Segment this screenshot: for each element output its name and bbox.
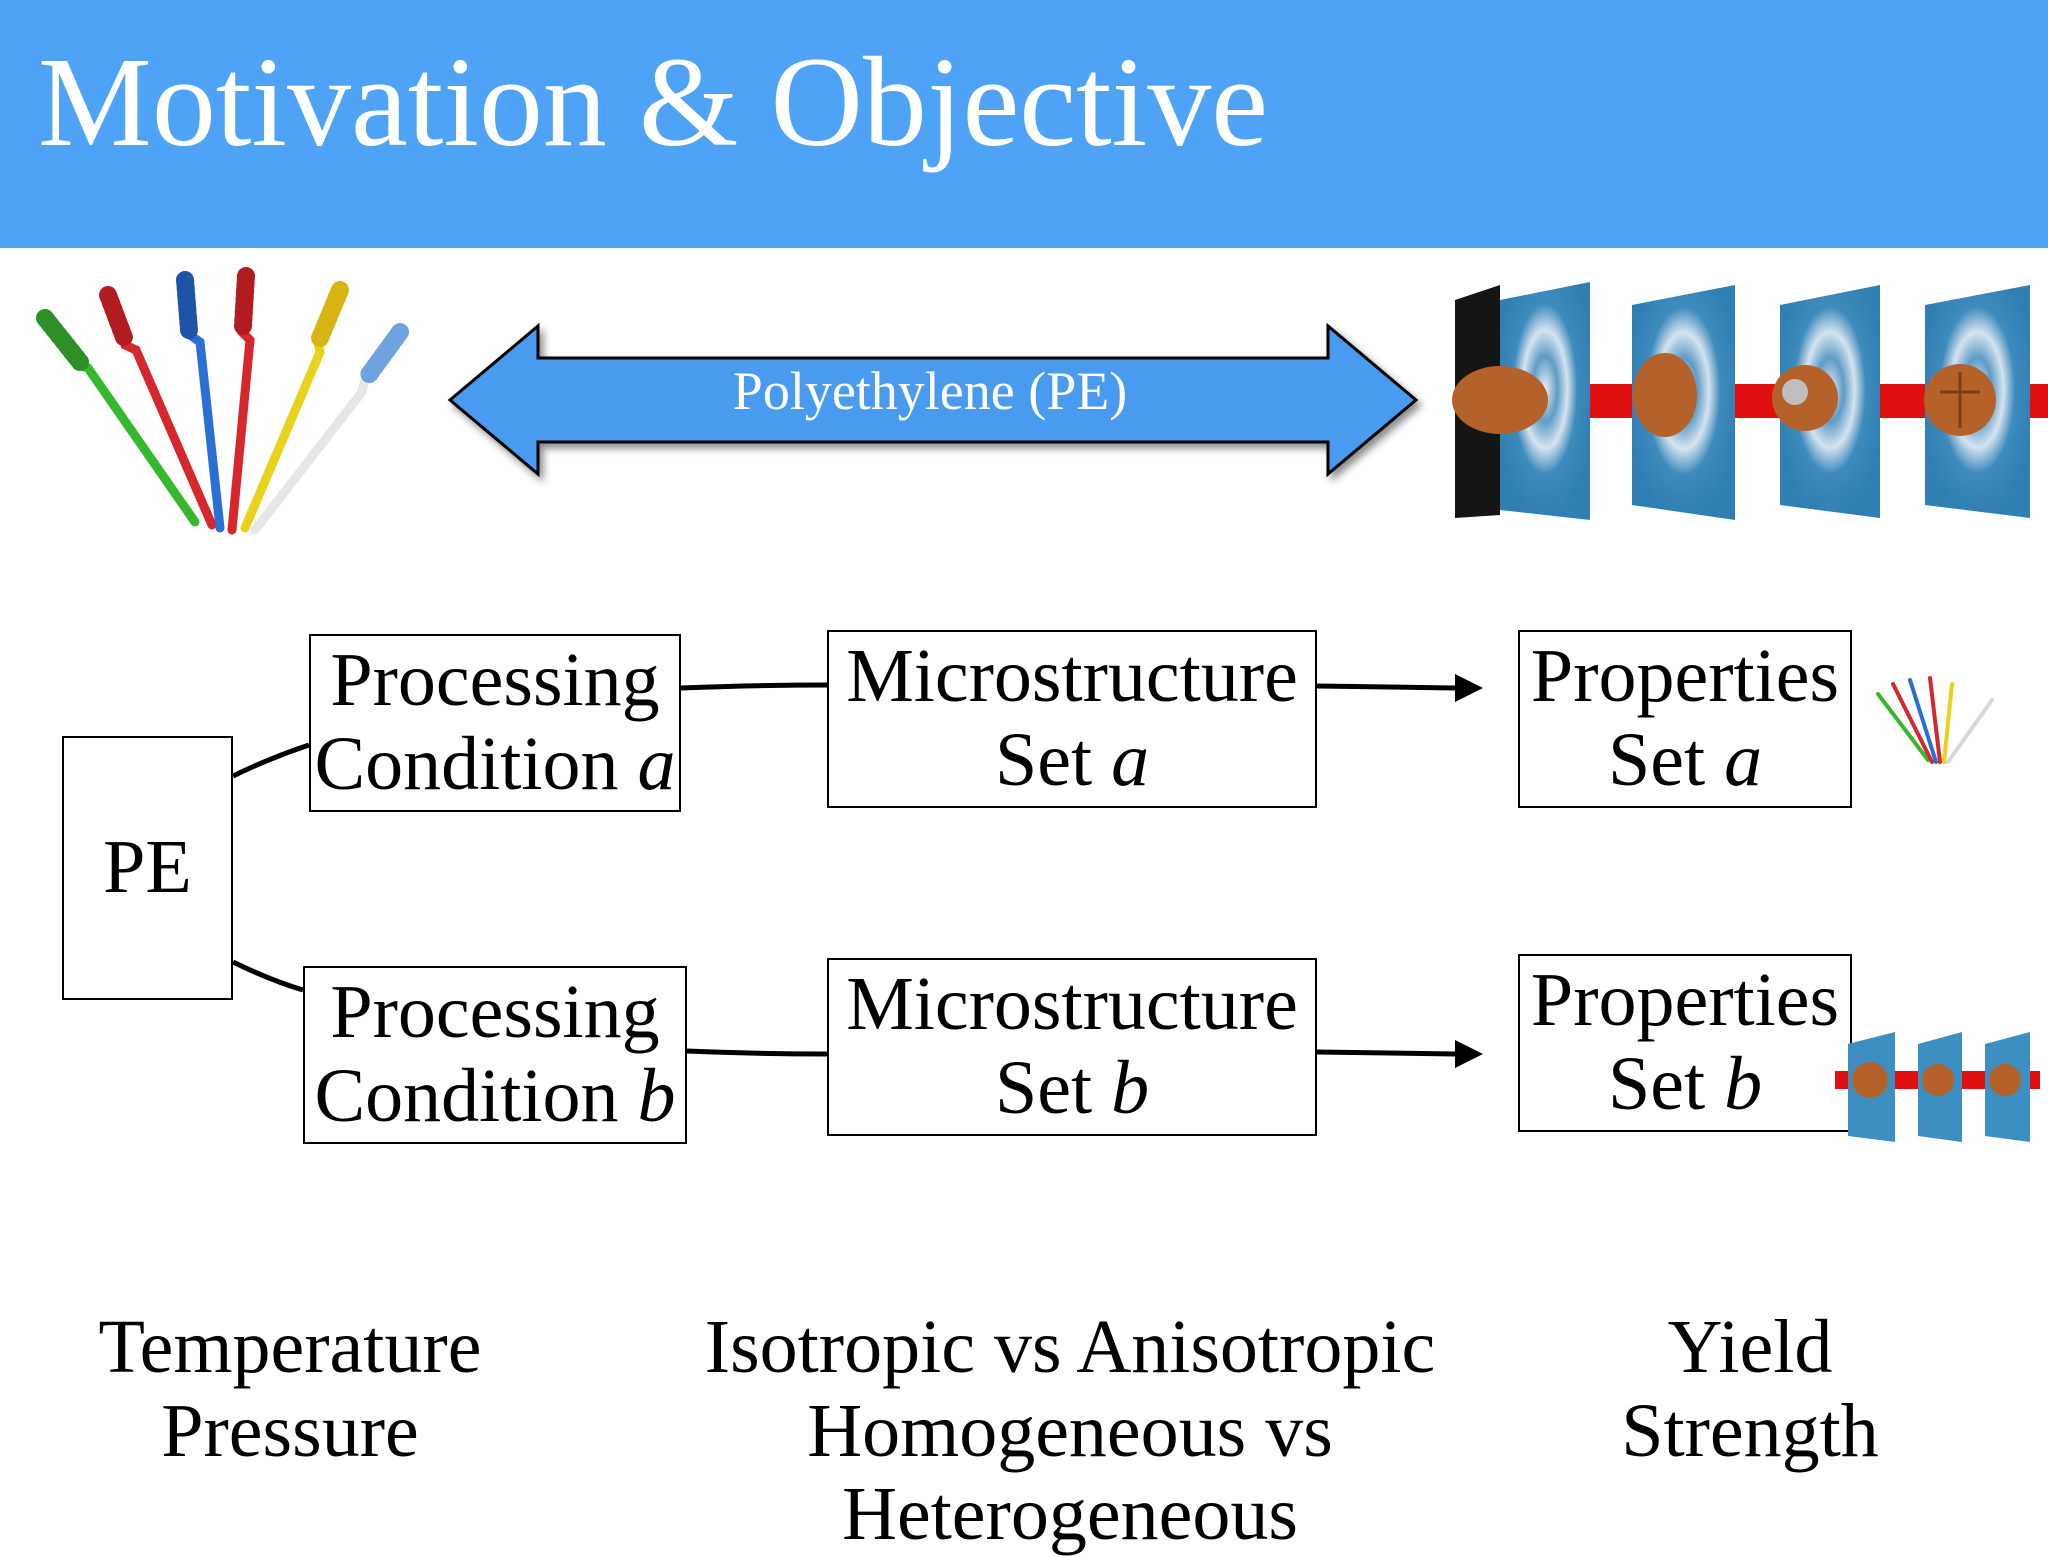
processing-a-line1: Processing	[330, 638, 660, 723]
microstructure-a-line1: Microstructure	[846, 634, 1298, 719]
connector-processing-b-to-micro-b	[686, 1048, 828, 1057]
processing-b-line2: Condition b	[314, 1054, 676, 1138]
properties-b-line2: Set b	[1607, 1042, 1763, 1126]
toothbrush-red-1	[99, 286, 217, 530]
toothbrush-green	[36, 309, 200, 527]
caption-properties-line1: Yield	[1667, 1305, 1833, 1389]
slide-title: Motivation & Objective	[38, 31, 1268, 173]
connector-processing-a-to-micro-a	[680, 682, 828, 691]
caption-properties: Yield Strength	[1600, 1305, 1900, 1473]
caption-microstructure-line2: Homogeneous vs Heterogeneous	[807, 1388, 1333, 1557]
microstructure-b-line1: Microstructure	[846, 962, 1298, 1047]
arrow-micro-b-to-properties-b	[1316, 1049, 1456, 1057]
processing-condition-a-box: Processing Condition a	[309, 634, 681, 812]
toothbrush-red-2	[227, 267, 255, 535]
processing-a-line2: Condition a	[314, 722, 676, 806]
caption-microstructure-line1: Isotropic vs Anisotropic	[704, 1305, 1436, 1389]
caption-processing: Temperature Pressure	[60, 1305, 520, 1473]
connector-pe-to-processing-a	[231, 742, 310, 779]
slide-header: Motivation & Objective	[0, 0, 2048, 248]
pe-box: PE	[62, 736, 233, 1000]
properties-a-line1: Properties	[1530, 634, 1840, 719]
processing-b-line1: Processing	[330, 970, 660, 1055]
properties-b-line1: Properties	[1530, 958, 1840, 1043]
toothbrush-blue	[176, 271, 225, 533]
caption-processing-line1: Temperature	[98, 1305, 482, 1389]
microstructure-a-line2: Set a	[994, 718, 1150, 802]
arrow-micro-a-to-properties-a	[1316, 683, 1456, 691]
toothbrush-white	[250, 323, 409, 535]
connector-pe-to-processing-b	[231, 959, 304, 993]
properties-set-b-box: Properties Set b	[1518, 954, 1852, 1132]
properties-a-line2: Set a	[1607, 718, 1763, 802]
caption-microstructure: Isotropic vs Anisotropic Homogeneous vs …	[570, 1305, 1570, 1557]
processing-condition-b-box: Processing Condition b	[303, 966, 687, 1144]
toothbrush-yellow	[240, 281, 349, 533]
caption-properties-line2: Strength	[1621, 1388, 1879, 1473]
pe-box-label: PE	[103, 825, 192, 910]
caption-processing-line2: Pressure	[161, 1388, 419, 1473]
microstructure-set-b-box: Microstructure Set b	[827, 958, 1317, 1136]
microstructure-set-a-box: Microstructure Set a	[827, 630, 1317, 808]
arrow-label: Polyethylene (PE)	[732, 361, 1128, 421]
microstructure-b-line2: Set b	[994, 1046, 1150, 1130]
properties-set-a-box: Properties Set a	[1518, 630, 1852, 808]
